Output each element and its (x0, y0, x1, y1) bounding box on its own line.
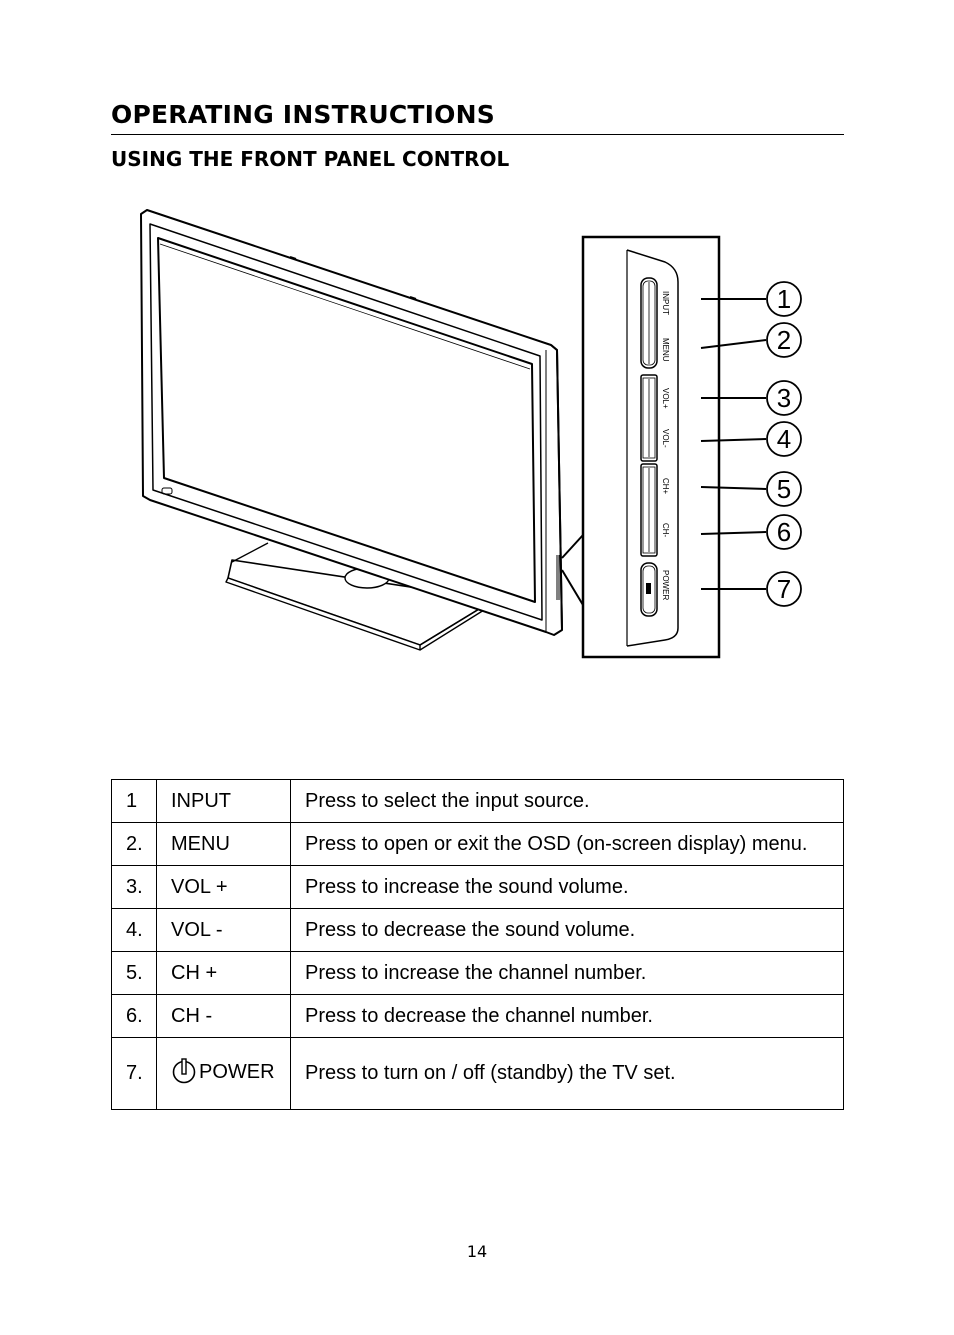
table-row: 2. MENU Press to open or exit the OSD (o… (111, 822, 844, 866)
control-description: Press to turn on / off (standby) the TV … (290, 1037, 844, 1110)
row-number: 3. (111, 865, 157, 909)
label-input: INPUT (661, 291, 670, 315)
table-row: 3. VOL + Press to increase the sound vol… (111, 865, 844, 909)
tv-logo-mark (161, 487, 173, 495)
label-vol-minus: VOL- (661, 429, 670, 448)
row-number: 1 (111, 779, 157, 823)
label-ch-plus: CH+ (661, 478, 670, 495)
table-row: 1 INPUT Press to select the input source… (111, 779, 844, 823)
row-number: 2. (111, 822, 157, 866)
callout-6-number: 6 (777, 517, 791, 547)
tv-front-panel-diagram: INPUT MENU VOL+ VOL- CH+ CH- POWER 1 2 3… (140, 209, 802, 659)
callout-5 (766, 471, 802, 507)
tv-illustration (140, 209, 563, 651)
callout-3-number: 3 (777, 383, 791, 413)
label-vol-plus: VOL+ (661, 388, 670, 409)
callout-1-number: 1 (777, 284, 791, 314)
label-power: POWER (661, 570, 670, 600)
callout-4-number: 4 (777, 424, 791, 454)
callout-6 (766, 514, 802, 550)
table-row: 4. VOL - Press to decrease the sound vol… (111, 908, 844, 952)
page-number: 14 (466, 1242, 488, 1261)
callout-3 (766, 380, 802, 416)
control-name: CH + (156, 951, 291, 995)
page-title: OPERATING INSTRUCTIONS (111, 100, 844, 135)
callout-2-number: 2 (777, 325, 791, 355)
control-description: Press to select the input source. (290, 779, 844, 823)
control-description: Press to decrease the channel number. (290, 994, 844, 1038)
label-ch-minus: CH- (661, 523, 670, 538)
control-name: MENU (156, 822, 291, 866)
controls-table: 1 INPUT Press to select the input source… (111, 779, 844, 1110)
callout-5-number: 5 (777, 474, 791, 504)
row-number: 5. (111, 951, 157, 995)
callout-7-number: 7 (777, 574, 791, 604)
callout-4 (766, 421, 802, 457)
control-description: Press to open or exit the OSD (on-screen… (290, 822, 844, 866)
section-title: USING THE FRONT PANEL CONTROL (111, 147, 510, 171)
tv-outer-bezel (140, 209, 563, 636)
control-name-power: POWER (156, 1037, 291, 1110)
label-menu: MENU (661, 338, 670, 362)
row-number: 7. (111, 1037, 157, 1110)
front-panel-zoom: INPUT MENU VOL+ VOL- CH+ CH- POWER (581, 235, 721, 659)
power-indicator (646, 583, 651, 594)
row-number: 4. (111, 908, 157, 952)
control-name: INPUT (156, 779, 291, 823)
callout-1 (766, 281, 802, 317)
power-icon (172, 1057, 196, 1083)
control-name: POWER (199, 1060, 275, 1083)
table-row: 7. POWER Press to turn on / off (standby… (111, 1037, 844, 1110)
control-name: VOL - (156, 908, 291, 952)
table-row: 5. CH + Press to increase the channel nu… (111, 951, 844, 995)
control-description: Press to increase the channel number. (290, 951, 844, 995)
row-number: 6. (111, 994, 157, 1038)
callout-7 (766, 571, 802, 607)
control-name: VOL + (156, 865, 291, 909)
callout-2 (766, 322, 802, 358)
tv-screen (157, 237, 536, 603)
table-row: 6. CH - Press to decrease the channel nu… (111, 994, 844, 1038)
control-description: Press to increase the sound volume. (290, 865, 844, 909)
control-description: Press to decrease the sound volume. (290, 908, 844, 952)
control-name: CH - (156, 994, 291, 1038)
